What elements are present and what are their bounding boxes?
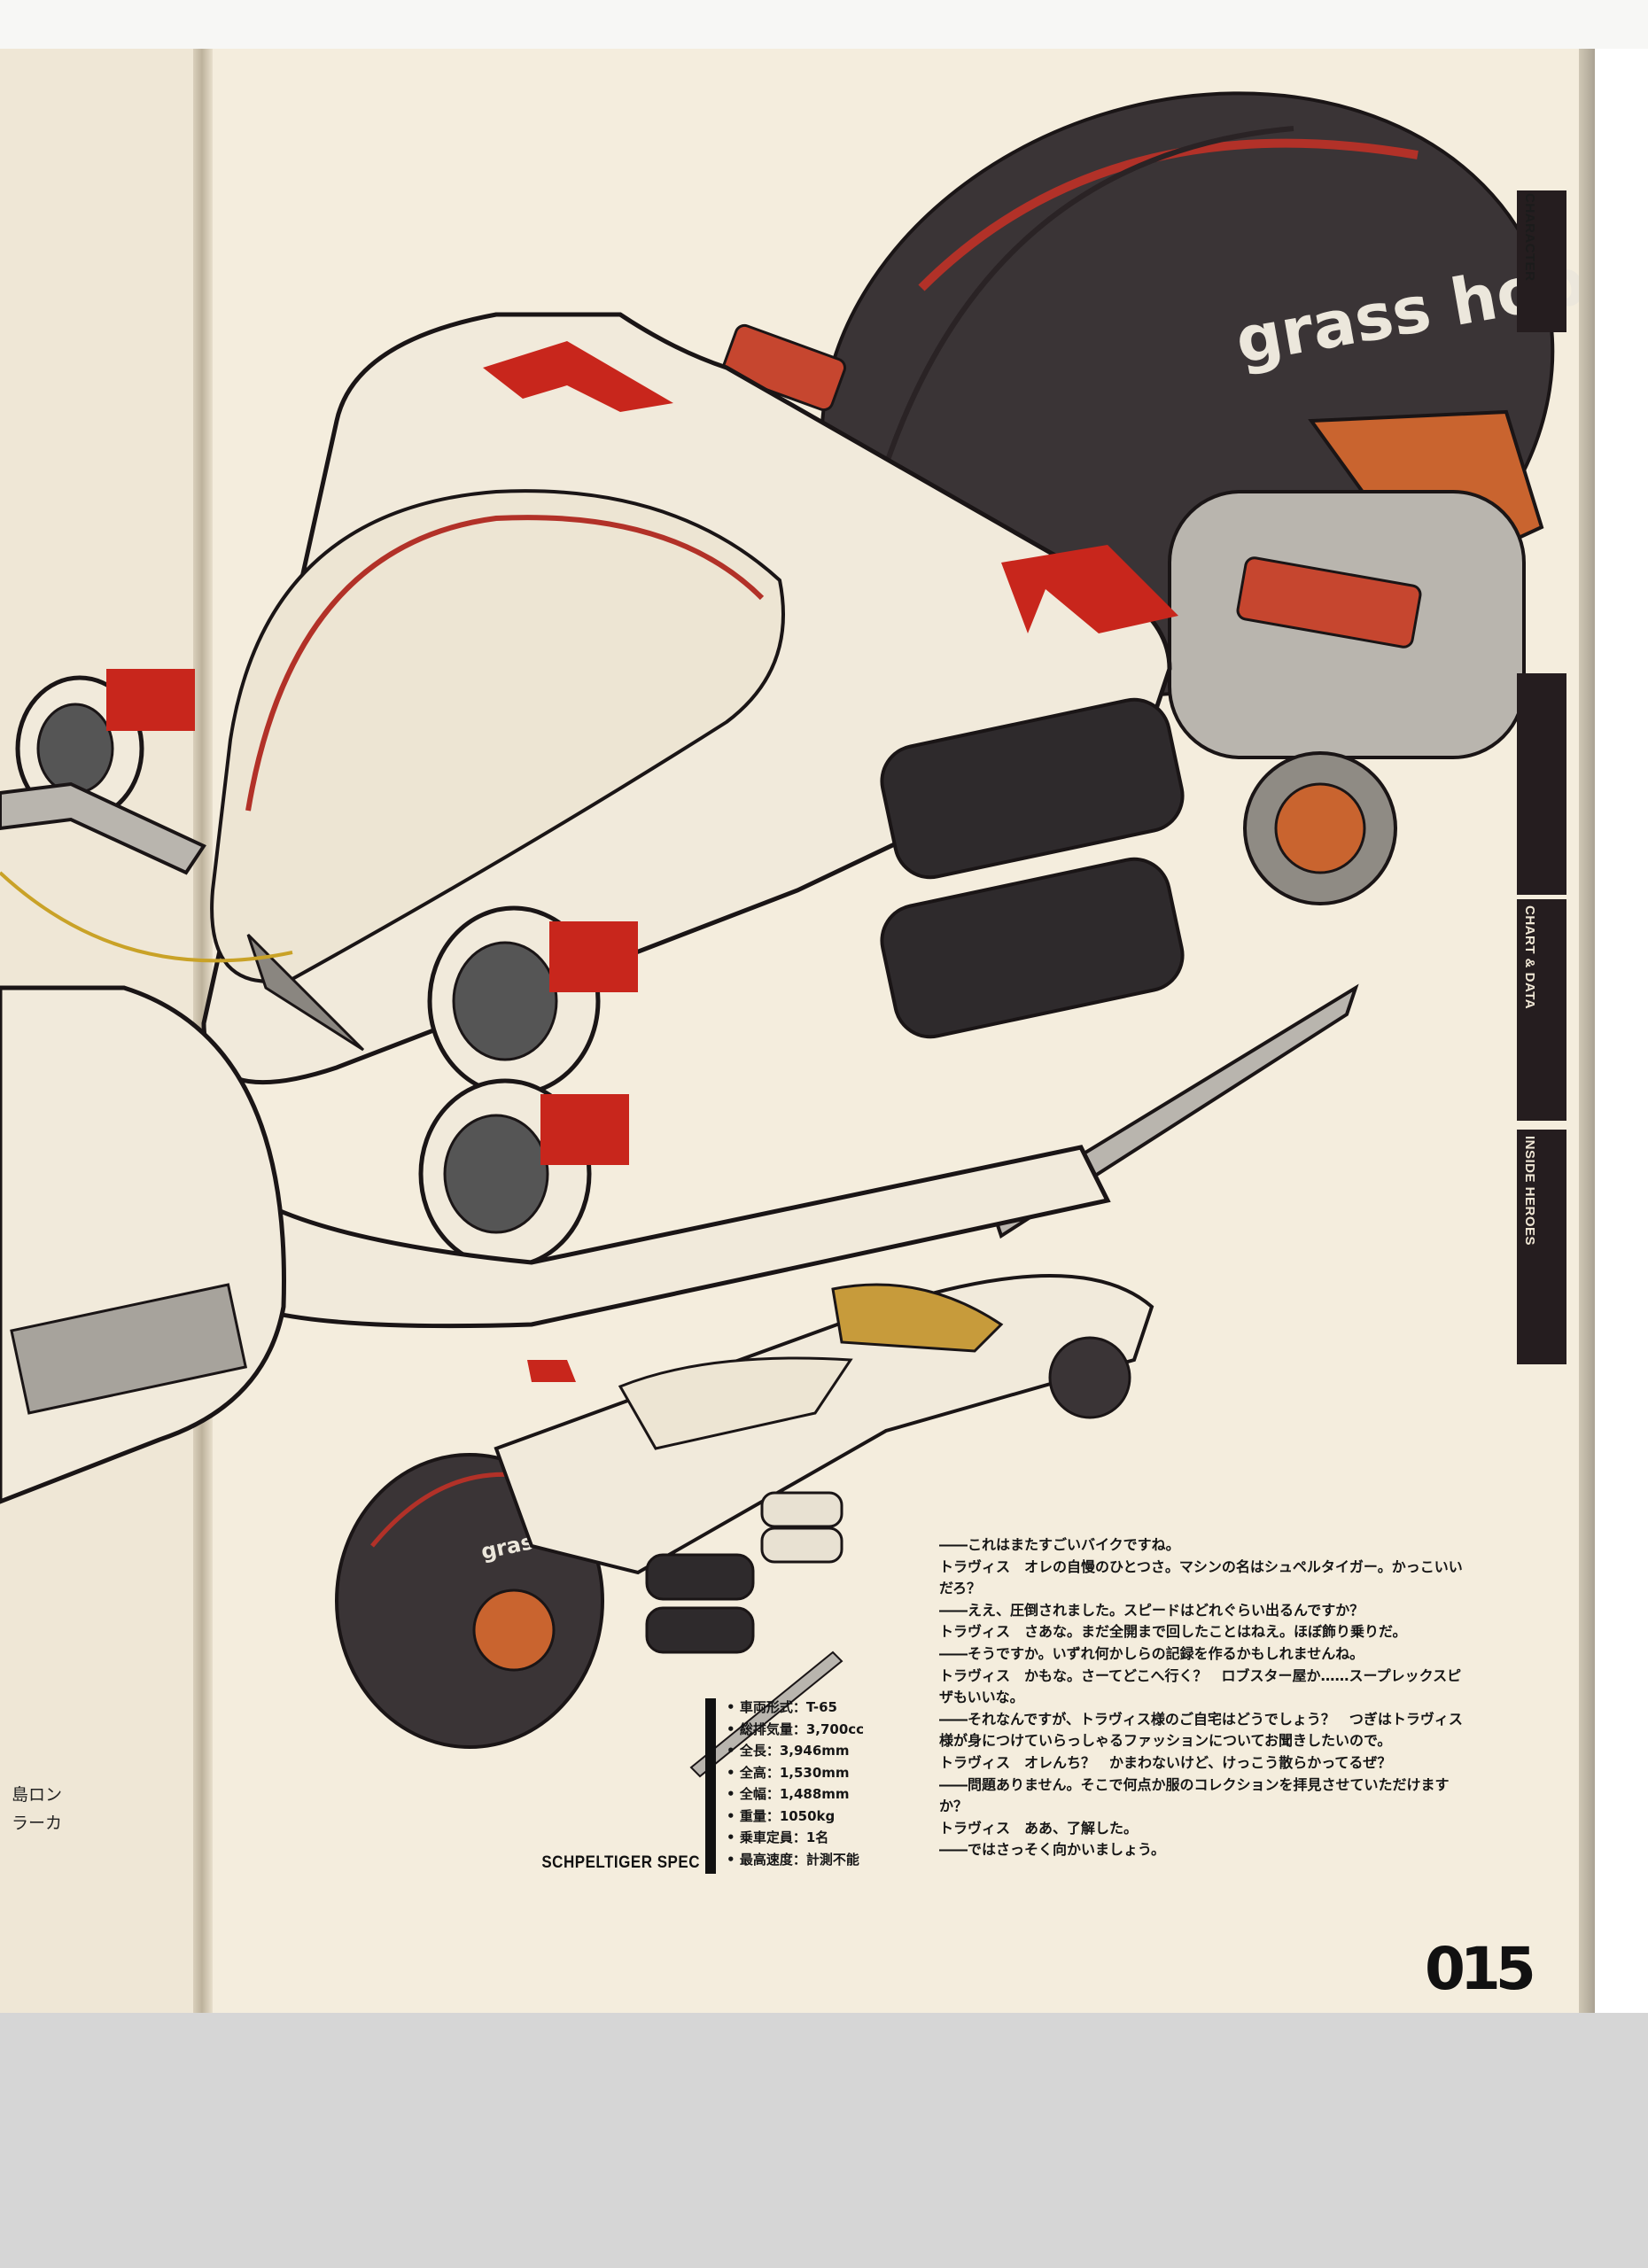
spec-item: 全高：1,530mm [727,1762,921,1784]
tab-unlabeled[interactable] [1517,673,1566,895]
spec-bar [705,1698,716,1874]
interview-line: ――ではさっそく向かいましょう。 [939,1841,1166,1859]
scan-background-bottom [0,2013,1648,2268]
small-front-wheel [1048,1336,1131,1419]
spec-list: 車両形式：T-65 総排気量：3,700cc 全長：3,946mm 全高：1,5… [727,1697,921,1870]
page-number: 015 [1425,1938,1536,2000]
exhaust-muffler [880,697,1185,880]
left-page-text: 島ロン ラーカ [0,1781,62,1837]
tab-inside-heroes[interactable] [1517,1130,1566,1364]
pod-red-band [540,1094,629,1165]
tab-chart-data[interactable] [1517,899,1566,1121]
tire-red-stripe [918,138,1419,291]
pod-red-band [106,669,195,731]
spec-item: 車両形式：T-65 [727,1697,921,1719]
interview-line: ――ええ、圧倒されました。スピードはどれぐらい出るんですか？ [939,1601,1364,1619]
small-brake-disc [472,1588,556,1672]
rear-shock-spring [721,323,847,412]
pod-red-band [549,921,638,992]
interview-line: ――問題ありません。そこで何点か服のコレクションを拝見させていただけますか？ [939,1775,1450,1815]
scan-background-top [0,0,1648,49]
left-page-fragment: ラーカ [11,1814,62,1833]
interview-text: ――これはまたすごいバイクですね。 トラヴィス オレの自慢のひとつさ。マシンの名… [939,1534,1471,1861]
spec-item: 全幅：1,488mm [727,1783,921,1806]
small-cowl [831,1283,1004,1353]
page-edge [1579,49,1595,2013]
red-decal [1001,545,1178,633]
small-bike: grass hopp [335,1274,1154,1778]
tab-chart-data-label: CHART & DATA [1522,905,1537,1010]
tab-inside-heroes-label: INSIDE HEROES [1522,1136,1537,1247]
interview-line: トラヴィス かもな。さーてどこへ行く？ ロブスター屋か……スープレックスピザもい… [939,1666,1462,1706]
tab-character-label: CHARACTER [1522,193,1537,282]
floor-plate [10,1283,248,1415]
tread-line [883,126,1294,466]
red-decal [483,341,673,412]
interview-line: ――これはまたすごいバイクですね。 [939,1536,1180,1553]
left-page-fragment: 島ロン [11,1785,62,1805]
rear-shock-spring [1236,556,1422,649]
spec-item: 総排気量：3,700cc [727,1719,921,1741]
small-pod [760,1526,843,1564]
interview-line: トラヴィス ああ、了解した。 [939,1819,1139,1837]
small-muffler [645,1606,755,1654]
spec-item: 全長：3,946mm [727,1740,921,1762]
handlebar [0,781,206,875]
interview-line: トラヴィス オレの自慢のひとつさ。マシンの名はシュペルタイガー。かっこいいだろ？ [939,1557,1463,1597]
spike [246,933,365,1052]
small-seat [618,1356,853,1450]
interview-line: トラヴィス オレんち？ かまわないけど、けっこう散らかってるぜ？ [939,1753,1392,1771]
spec-item: 乗車定員：1名 [727,1827,921,1849]
seat-red-piping [245,515,765,812]
large-bike: grass hopp [0,91,1579,1504]
interview-line: トラヴィス さあな。まだ全開まで回したことはねえ。ほぼ飾り乗りだ。 [939,1623,1407,1641]
motorcycle-illustration: grass hopp [0,91,1579,1778]
cable [0,871,293,963]
tab-character[interactable] [1517,190,1566,332]
small-pod [760,1491,843,1528]
spec-title: SCHPELTIGER SPEC [541,1852,700,1872]
small-muffler [645,1553,755,1601]
spec-item: 最高速度：計測不能 [727,1849,921,1871]
interview-line: ――それなんですが、トラヴィス様のご自宅はどうでしょう？ つぎはトラヴィス様が身… [939,1710,1463,1750]
spec-item: 重量：1050kg [727,1806,921,1828]
interview-line: ――そうですか。いずれ何かしらの記録を作るかもしれませんね。 [939,1644,1364,1662]
exhaust-muffler [880,857,1185,1039]
